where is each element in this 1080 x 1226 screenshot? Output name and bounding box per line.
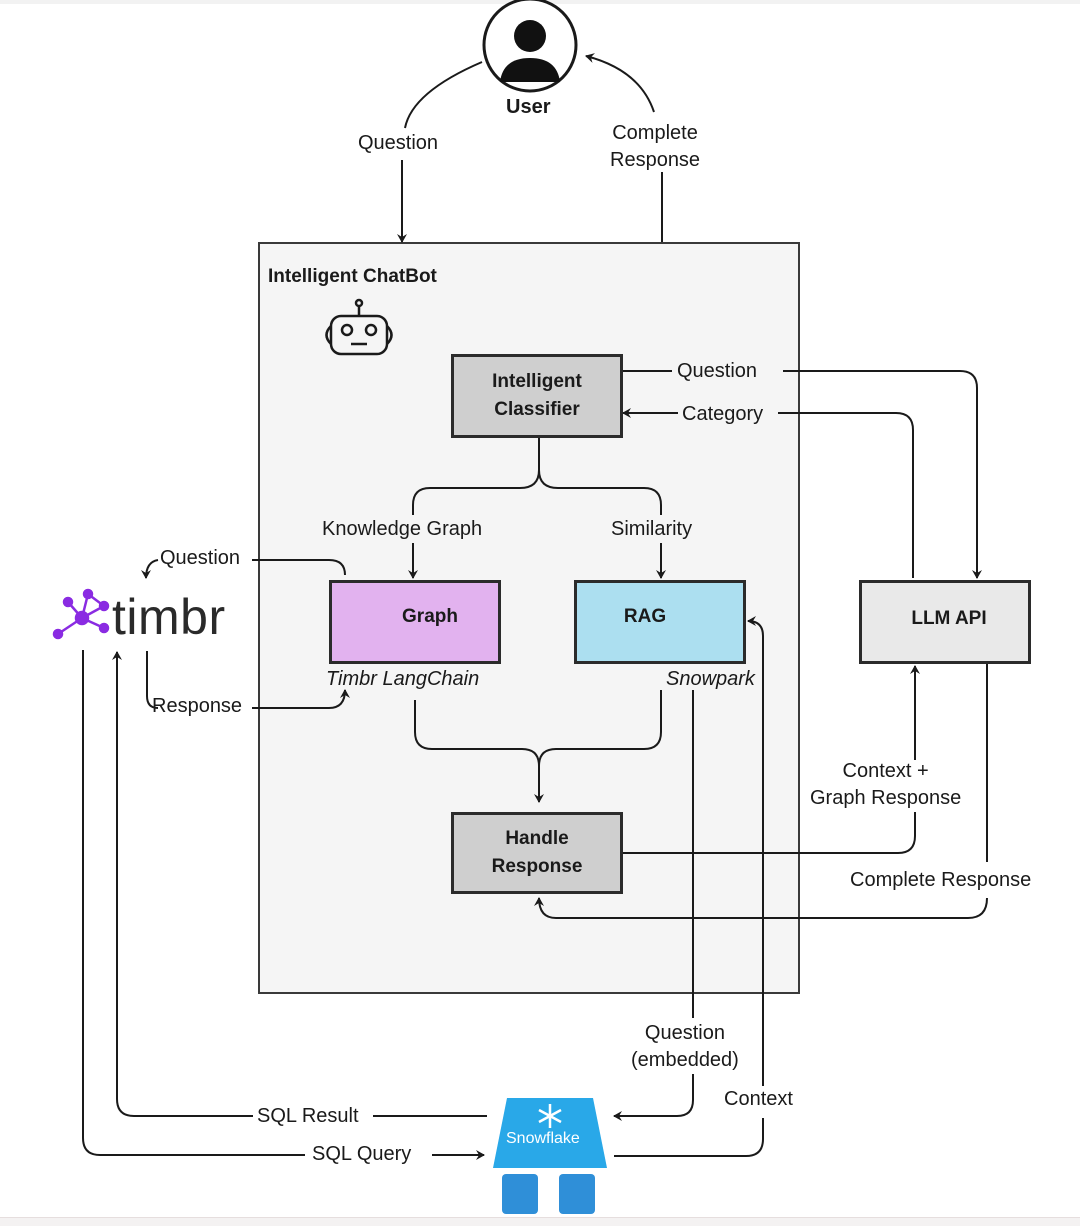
notebook-icon <box>559 1174 595 1214</box>
label-category: Category <box>682 403 764 425</box>
bottom-edge <box>0 1217 1080 1226</box>
timbr-wordmark: timbr <box>112 589 226 645</box>
edge-user-question <box>404 61 483 129</box>
handle-line-1: Handle <box>505 828 569 850</box>
database-icon <box>502 1174 538 1214</box>
graph-caption: Timbr LangChain <box>326 668 480 690</box>
rag-node: RAG <box>574 580 746 664</box>
label-knowledge-graph: Knowledge Graph <box>322 518 483 540</box>
rag-caption: Snowpark <box>666 668 755 690</box>
snowflake-wordmark: Snowflake <box>506 1130 580 1147</box>
label-user-question: Question <box>358 132 439 154</box>
label-user-complete-response: Complete Response <box>610 120 700 174</box>
label-user-complete-line-1: Complete <box>612 122 698 144</box>
rag-label: RAG <box>623 606 667 628</box>
user-avatar-icon <box>482 0 578 93</box>
label-sql-query: SQL Query <box>312 1143 412 1165</box>
label-context: Context <box>724 1088 793 1110</box>
label-context-line-2: Graph Response <box>810 787 962 809</box>
llm-api-node: LLM API <box>859 580 1031 664</box>
label-context-line-1: Context + <box>842 760 929 782</box>
label-llm-complete-response: Complete Response <box>850 869 1032 891</box>
llm-label: LLM API <box>911 608 987 630</box>
label-embedded-line-1: Question <box>644 1022 725 1044</box>
graph-node: Graph <box>329 580 501 664</box>
label-context-graph-response: Context + Graph Response <box>810 758 961 812</box>
classifier-line-1: Intelligent <box>492 371 582 393</box>
user-label: User <box>506 96 551 118</box>
label-timbr-question: Question <box>160 547 241 569</box>
snowflake-logo-icon <box>493 1098 607 1168</box>
handle-line-2: Response <box>491 856 583 877</box>
label-classifier-question: Question <box>677 360 758 382</box>
graph-label: Graph <box>402 606 458 628</box>
chatbot-title: Intelligent ChatBot <box>268 266 437 287</box>
label-embedded-line-2: (embedded) <box>631 1049 739 1071</box>
label-timbr-response: Response <box>152 695 243 717</box>
label-sql-result: SQL Result <box>257 1105 359 1127</box>
label-question-embedded: Question (embedded) <box>631 1020 739 1074</box>
label-user-complete-line-2: Response <box>610 149 701 171</box>
robot-icon <box>325 298 393 356</box>
label-similarity: Similarity <box>611 518 693 540</box>
classifier-line-2: Classifier <box>494 399 580 420</box>
timbr-logo-icon <box>52 588 110 640</box>
